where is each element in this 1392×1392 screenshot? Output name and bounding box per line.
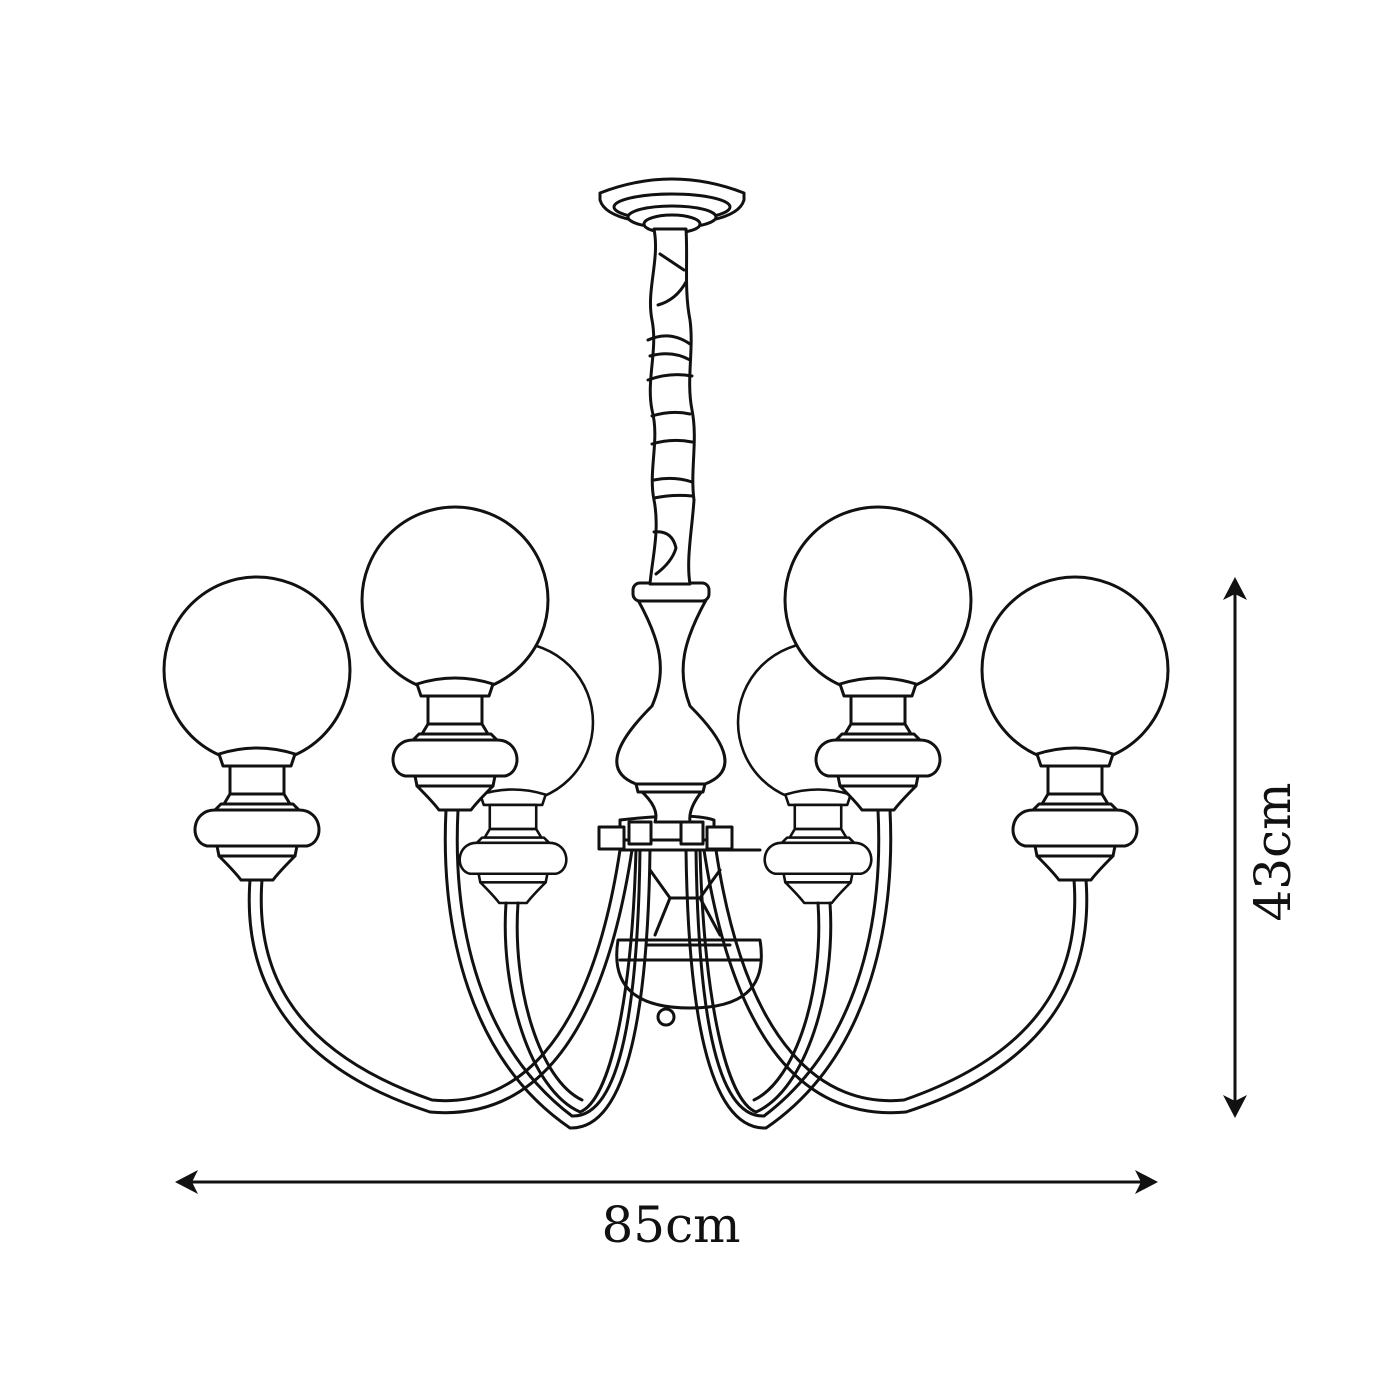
height-dimension: 43cm	[1223, 577, 1302, 1118]
height-label: 43cm	[1244, 782, 1302, 921]
light-outer-left	[162, 575, 352, 882]
arrow-right-icon	[1135, 1170, 1158, 1194]
arms	[247, 808, 1089, 1130]
arrow-up-icon	[1223, 577, 1247, 600]
arrow-down-icon	[1223, 1095, 1247, 1118]
ceiling-canopy	[598, 177, 746, 235]
twisted-rod	[646, 227, 696, 586]
width-label: 85cm	[601, 1196, 740, 1254]
light-outer-right	[980, 575, 1170, 882]
arrow-left-icon	[175, 1170, 198, 1194]
arm-connectors	[597, 820, 734, 851]
center-body	[615, 581, 763, 1027]
width-dimension: 85cm	[175, 1170, 1158, 1254]
